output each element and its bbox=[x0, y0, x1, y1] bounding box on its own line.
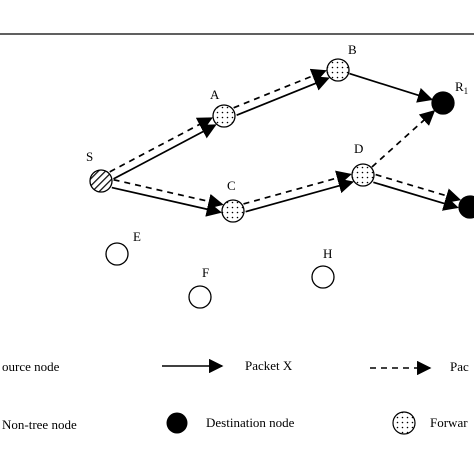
node-a bbox=[212, 104, 236, 128]
node-label-f: F bbox=[202, 265, 209, 280]
legend-non-tree-node-label: Non-tree node bbox=[2, 417, 77, 432]
node-r2 bbox=[458, 195, 474, 219]
node-h bbox=[311, 265, 335, 289]
node-label-c: C bbox=[227, 178, 236, 193]
legend: ource node Packet X Pac Non-tree node De… bbox=[2, 358, 469, 435]
edge-y-s-c bbox=[113, 178, 224, 209]
node-f bbox=[188, 285, 212, 309]
legend-forwarding-node-label: Forwar bbox=[430, 415, 468, 430]
edge-x-s-c bbox=[111, 186, 222, 217]
node-r1 bbox=[431, 91, 455, 115]
node-label-b: B bbox=[348, 42, 357, 57]
legend-forwarding-node-symbol bbox=[392, 411, 416, 435]
labels-layer: S A B C D R1E F H bbox=[86, 42, 468, 280]
node-label-a: A bbox=[210, 87, 220, 102]
node-label-d: D bbox=[354, 141, 363, 156]
node-label-h: H bbox=[323, 246, 332, 261]
node-label-s: S bbox=[86, 149, 93, 164]
node-label-e: E bbox=[133, 229, 141, 244]
edge-x-s-a bbox=[113, 124, 217, 180]
edges-layer bbox=[109, 68, 462, 217]
node-c bbox=[221, 199, 245, 223]
node-d bbox=[351, 163, 375, 187]
legend-packet-x-label: Packet X bbox=[245, 358, 293, 373]
legend-destination-node-label: Destination node bbox=[206, 415, 295, 430]
edge-x-d-r2 bbox=[373, 181, 459, 211]
edge-y-a-b bbox=[233, 68, 327, 109]
edge-y-c-d bbox=[243, 170, 352, 205]
legend-destination-node-symbol bbox=[166, 412, 188, 434]
node-s bbox=[89, 169, 113, 193]
edge-x-a-b bbox=[236, 76, 330, 117]
edge-y-d-r1 bbox=[371, 110, 436, 168]
edge-y-s-a bbox=[109, 117, 213, 173]
node-e bbox=[105, 242, 129, 266]
nodes-layer bbox=[89, 58, 474, 309]
edge-y-d-r2 bbox=[375, 173, 462, 204]
legend-packet-y-label: Pac bbox=[450, 359, 469, 374]
legend-source-node-label: ource node bbox=[2, 359, 60, 374]
edge-x-b-r1 bbox=[349, 72, 434, 103]
node-label-r1: R1 bbox=[455, 79, 468, 96]
edge-x-c-d bbox=[245, 178, 354, 213]
node-b bbox=[326, 58, 350, 82]
